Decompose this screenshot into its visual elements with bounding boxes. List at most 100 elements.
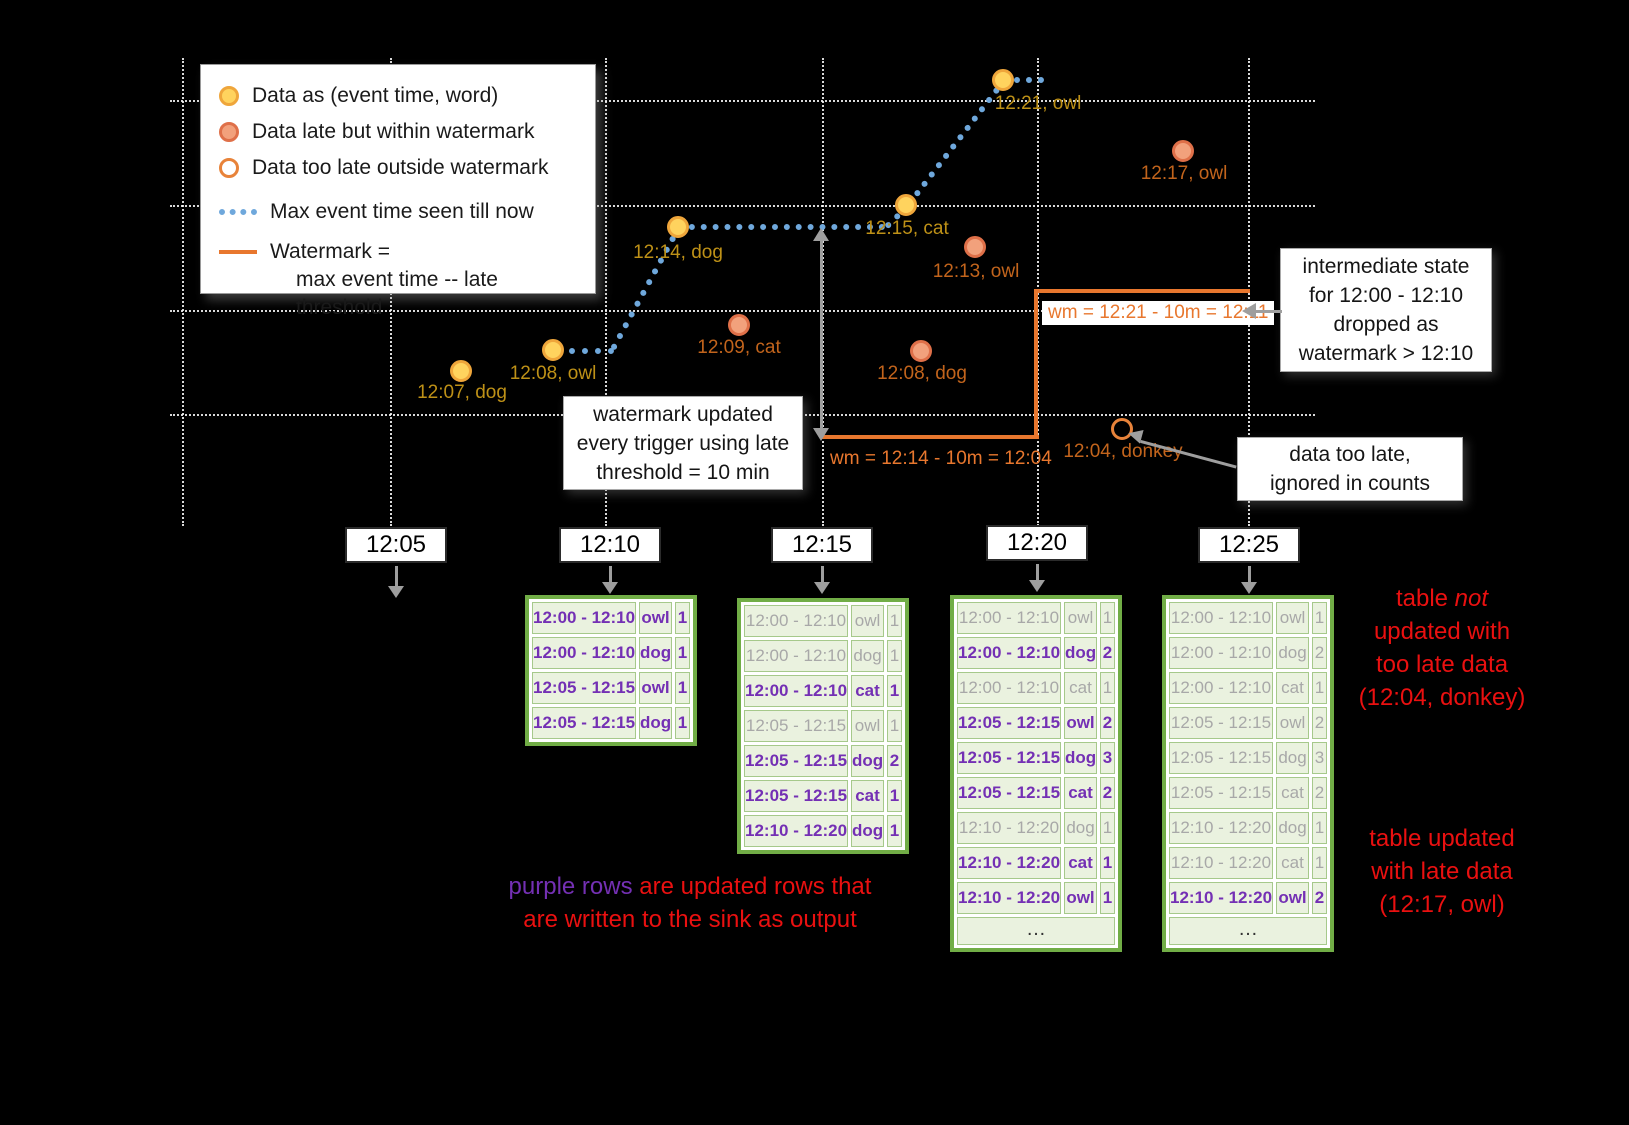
note-updated-late: table updated with late data (12:17, owl…: [1369, 825, 1515, 918]
watermark-line-icon: [219, 250, 257, 254]
table-cell-win: 12:10 - 12:20: [1169, 812, 1273, 844]
table-cell-word: dog: [639, 707, 672, 739]
max-event-time-line: [906, 77, 1008, 207]
table-cell-win: 12:05 - 12:15: [744, 745, 848, 777]
table-ellipsis-row: …: [957, 917, 1115, 945]
trigger-time-12-10: 12:10: [559, 527, 661, 563]
callout-intermediate-state: intermediate state for 12:00 - 12:10 dro…: [1280, 248, 1492, 372]
table-cell-win: 12:00 - 12:10: [532, 602, 636, 634]
data-point-label: 12:08, dog: [877, 363, 967, 384]
note-purple-highlight: purple rows: [508, 873, 633, 900]
data-point-label: 12:14, dog: [633, 242, 723, 263]
table-cell-word: dog: [1064, 812, 1097, 844]
table-cell-cnt: 2: [1312, 707, 1327, 739]
ellipsis-cell: …: [957, 917, 1115, 945]
arrowhead-down-icon: [814, 582, 830, 594]
note-not-updated: table not updated with too late data (12…: [1358, 585, 1526, 711]
table-cell-win: 12:05 - 12:15: [1169, 707, 1273, 739]
table-cell-win: 12:10 - 12:20: [957, 847, 1061, 879]
data-point-label: 12:08, owl: [509, 363, 597, 384]
table-cell-cnt: 1: [1100, 602, 1115, 634]
data-point-on-time: [450, 360, 472, 382]
table-cell-cnt: 2: [1312, 882, 1327, 914]
trigger-arrow: [1036, 564, 1039, 580]
table-cell-word: cat: [1276, 777, 1309, 809]
arrowhead-down-icon: [1029, 580, 1045, 592]
table-cell-cnt: 1: [675, 637, 690, 669]
legend-label: Data late but within watermark: [252, 120, 535, 143]
data-point-late: [964, 236, 986, 258]
table-cell-cnt: 1: [1312, 602, 1327, 634]
trigger-time-12-25: 12:25: [1198, 527, 1300, 563]
table-cell-word: cat: [1064, 847, 1097, 879]
table-cell-word: dog: [851, 640, 884, 672]
trigger-arrow: [395, 566, 398, 586]
table-cell-cnt: 1: [1100, 812, 1115, 844]
trigger-time-12-20: 12:20: [986, 525, 1088, 561]
data-point-label: 12:04, donkey: [1063, 441, 1183, 462]
legend-label: Data as (event time, word): [252, 84, 499, 107]
watermark-line: [1037, 289, 1250, 293]
late-dot-icon: [219, 122, 239, 142]
grid-line-vertical: [182, 58, 184, 526]
table-cell-win: 12:05 - 12:15: [957, 742, 1061, 774]
table-cell-word: cat: [1064, 777, 1097, 809]
too-late-dot-icon: [219, 158, 239, 178]
table-cell-word: owl: [1064, 707, 1097, 739]
watermark-line: [1034, 289, 1038, 439]
table-cell-word: cat: [851, 675, 884, 707]
trigger-time-12-05: 12:05: [345, 527, 447, 563]
data-point-late: [728, 314, 750, 336]
table-cell-win: 12:00 - 12:10: [744, 640, 848, 672]
legend-item: Data as (event time, word): [219, 78, 577, 114]
legend-label: Data too late outside watermark: [252, 156, 549, 179]
table-cell-cnt: 1: [887, 815, 902, 847]
table-cell-cnt: 1: [675, 707, 690, 739]
max-event-time-line: [677, 224, 885, 230]
grid-line-horizontal: [170, 205, 1315, 207]
data-point-label: 12:17, owl: [1140, 163, 1228, 184]
trigger-arrow: [609, 566, 612, 582]
watermark-label-2: wm = 12:21 - 10m = 12:11: [1042, 301, 1275, 325]
max-event-time-line-icon: [219, 209, 257, 215]
table-cell-win: 12:05 - 12:15: [1169, 777, 1273, 809]
grid-line-vertical: [605, 58, 607, 526]
max-event-time-line: [556, 348, 614, 354]
legend-item: Watermark = max event time -- late thres…: [219, 238, 577, 319]
arrowhead-down-icon: [388, 586, 404, 598]
data-point-label: 12:15, cat: [865, 218, 949, 239]
callout-too-late: data too late, ignored in counts: [1237, 437, 1463, 501]
legend-item: Max event time seen till now: [219, 196, 577, 228]
trigger-arrow: [1248, 566, 1251, 582]
table-cell-word: owl: [1064, 882, 1097, 914]
table-cell-cnt: 1: [887, 675, 902, 707]
legend-item: Data late but within watermark: [219, 114, 577, 150]
table-cell-word: cat: [1064, 672, 1097, 704]
table-cell-win: 12:00 - 12:10: [1169, 602, 1273, 634]
table-cell-win: 12:00 - 12:10: [744, 605, 848, 637]
data-point-on-time: [667, 216, 689, 238]
table-cell-win: 12:10 - 12:20: [1169, 847, 1273, 879]
table-cell-cnt: 1: [1312, 847, 1327, 879]
table-cell-cnt: 1: [1312, 672, 1327, 704]
table-cell-cnt: 2: [1100, 707, 1115, 739]
grid-line-horizontal: [170, 100, 1315, 102]
